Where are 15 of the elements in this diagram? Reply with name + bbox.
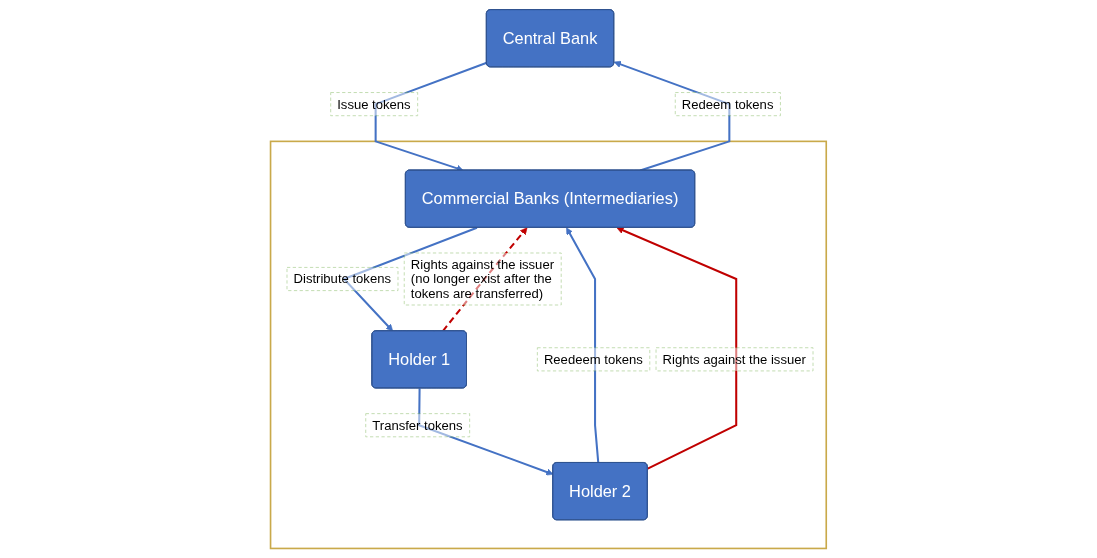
edge-label: Redeem tokens	[681, 96, 774, 112]
arrow	[616, 227, 738, 470]
edge-label: Transfer tokens	[372, 417, 463, 433]
edge-label: Reedeem tokens	[543, 351, 643, 367]
arrow	[442, 227, 528, 332]
edge-label: Issue tokens	[337, 96, 411, 112]
arrow	[566, 227, 600, 463]
arrow	[613, 60, 731, 172]
edge-label: Rights against the issuer	[662, 351, 806, 367]
cluster	[269, 140, 828, 550]
arrow	[418, 388, 554, 476]
arrow	[342, 226, 478, 332]
edge-label: Distribute tokens	[293, 271, 392, 287]
edge-label: Rights against the issuer (no longer exist after the tokens are transferred)	[410, 257, 555, 301]
arrow	[374, 61, 488, 172]
